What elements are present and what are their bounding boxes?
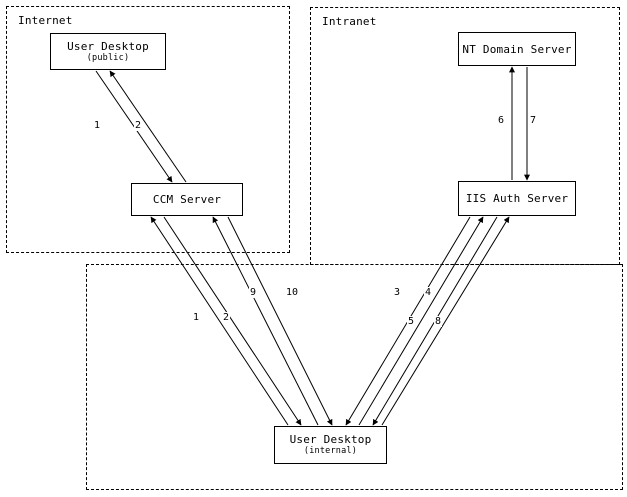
node-title: User Desktop xyxy=(67,39,149,53)
edge-e9 xyxy=(212,216,319,426)
zone-lower xyxy=(86,264,623,490)
node-title: User Desktop xyxy=(289,433,372,446)
edge-label-e6: 6 xyxy=(497,115,506,126)
edge-e8 xyxy=(381,216,510,426)
edge-label-e2: 2 xyxy=(134,120,143,131)
edge-e1b xyxy=(150,216,289,426)
edge-e4 xyxy=(358,216,484,426)
edge-label-e9: 9 xyxy=(249,287,258,298)
zone-label-intranet: Intranet xyxy=(322,15,377,28)
node-title: IIS Auth Server xyxy=(465,192,569,205)
edge-e10 xyxy=(227,216,333,426)
edge-e2b xyxy=(163,216,302,426)
edge-label-e4: 4 xyxy=(424,287,433,298)
node-nt-domain-server[interactable]: NT Domain Server xyxy=(458,32,576,66)
node-user-desktop-internal[interactable]: User Desktop(internal) xyxy=(274,426,387,464)
node-title: NT Domain Server xyxy=(462,42,572,56)
node-user-desktop-public[interactable]: User Desktop(public) xyxy=(50,33,166,70)
zone-internet xyxy=(6,6,290,253)
edge-label-e8: 8 xyxy=(434,316,443,327)
node-iis-auth-server[interactable]: IIS Auth Server xyxy=(458,181,576,216)
node-title: CCM Server xyxy=(152,193,222,206)
edge-label-e3: 3 xyxy=(393,287,402,298)
edge-label-e7: 7 xyxy=(529,115,538,126)
zone-label-internet: Internet xyxy=(18,14,73,27)
node-ccm-server[interactable]: CCM Server xyxy=(131,183,243,216)
node-subtitle: (internal) xyxy=(303,446,358,456)
edge-label-e1b: 1 xyxy=(192,312,201,323)
edge-e2 xyxy=(109,70,187,183)
edge-label-e1: 1 xyxy=(93,120,102,131)
edge-label-e2b: 2 xyxy=(222,312,231,323)
edge-label-e5: 5 xyxy=(407,316,416,327)
node-subtitle: (public) xyxy=(86,52,130,63)
edge-label-e10: 10 xyxy=(285,287,300,298)
